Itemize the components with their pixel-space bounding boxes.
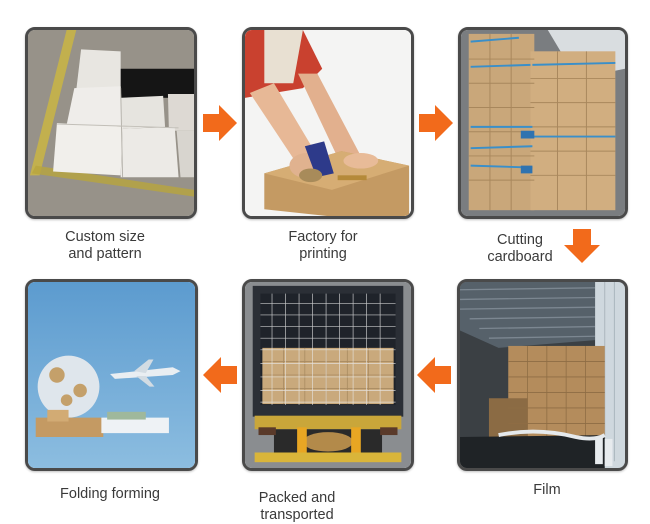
step-6-photo: [25, 279, 198, 471]
arrow-left-icon: [417, 357, 451, 393]
step-5-photo: [242, 279, 414, 471]
arrow-right-icon: [419, 105, 453, 141]
step-3-label: Cutting cardboard: [487, 232, 553, 265]
step-4-photo: [457, 279, 628, 471]
global-logistics-image: [28, 282, 195, 468]
arrow-down-icon: [564, 229, 600, 263]
step-5-label: Packed and transported: [258, 490, 336, 523]
step-6-label: Folding forming: [60, 486, 160, 502]
step-1-label: Custom size and pattern: [65, 229, 145, 262]
arrow-left-icon: [203, 357, 237, 393]
step-3-photo: [458, 27, 628, 219]
step-2-photo: [242, 27, 414, 219]
truck-with-netted-boxes-image: [245, 282, 411, 468]
step-2-label: Factory for printing: [288, 229, 358, 262]
container-with-film-image: [460, 282, 625, 468]
step-1-photo: [25, 27, 197, 219]
worker-taping-box-image: [245, 30, 411, 216]
arrow-right-icon: [203, 105, 237, 141]
cardboard-pallets-image: [461, 30, 625, 216]
white-sheets-on-pallet-image: [28, 30, 194, 216]
step-4-label: Film: [533, 482, 561, 498]
